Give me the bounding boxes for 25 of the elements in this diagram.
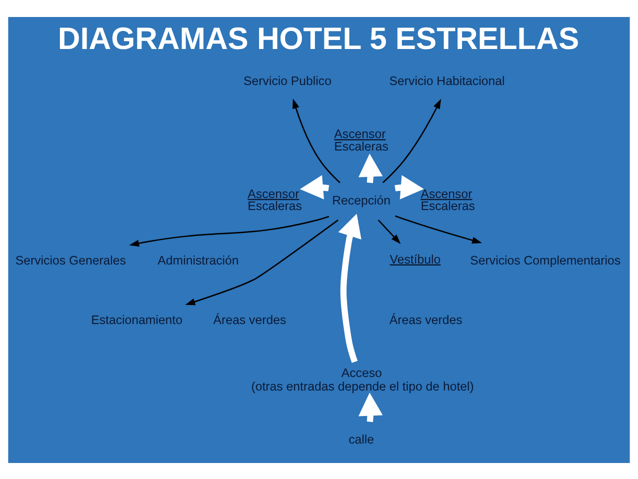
node-text: Ascensor Escaleras bbox=[248, 186, 302, 213]
node-text: Servicios Complementarios bbox=[470, 252, 621, 267]
node-text: calle bbox=[348, 432, 374, 446]
arrow bbox=[395, 214, 482, 244]
node-text: Acceso (otras entradas depende el tipo de hotel) bbox=[251, 366, 474, 393]
label: Áreas verdes bbox=[389, 312, 462, 327]
node-text: Ascensor Escaleras bbox=[334, 126, 388, 153]
arrow bbox=[378, 219, 401, 244]
arrow bbox=[292, 98, 340, 183]
arrow bbox=[185, 219, 338, 305]
node-text: Estacionamiento bbox=[91, 312, 182, 327]
arrow bbox=[382, 98, 442, 183]
node-text: Vestíbulo bbox=[390, 252, 441, 266]
label: Administración bbox=[158, 252, 239, 267]
node-text: Servicio Habitacional bbox=[389, 74, 505, 88]
diagram-title: DIAGRAMAS HOTEL 5 ESTRELLAS bbox=[58, 20, 580, 56]
label: Áreas verdes bbox=[213, 312, 286, 327]
arrow bbox=[129, 215, 330, 246]
node-text: Ascensor Escaleras bbox=[420, 186, 475, 213]
arrow bbox=[338, 213, 362, 362]
arrow bbox=[358, 392, 383, 422]
node-text: Servicio Publico bbox=[244, 74, 332, 88]
node-text: Servicios Generales bbox=[15, 252, 126, 267]
node-text: Recepción bbox=[332, 193, 391, 208]
arrow bbox=[358, 153, 383, 183]
